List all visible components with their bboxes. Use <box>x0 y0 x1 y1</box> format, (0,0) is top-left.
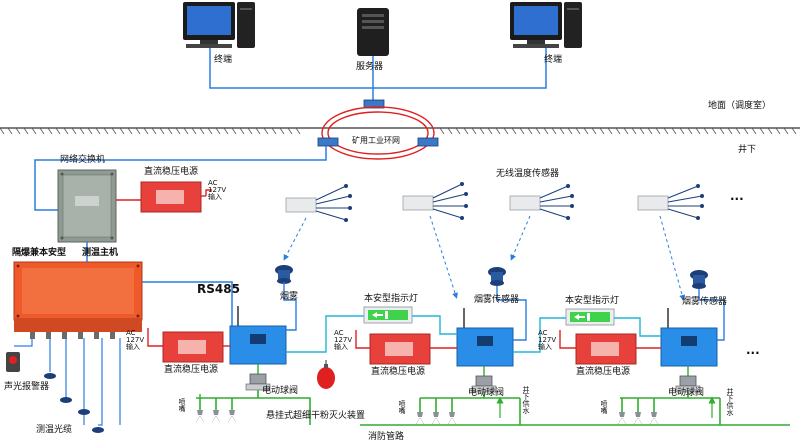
ellipsis-right-label: ... <box>746 343 760 357</box>
water-pipes <box>196 390 790 426</box>
dc-power-1 <box>162 331 224 363</box>
server-icon <box>357 8 389 56</box>
switch-power-lines <box>116 189 212 201</box>
terminal-left-label: 终端 <box>214 55 233 65</box>
controller-2 <box>456 308 514 367</box>
underground-label: 井下 <box>738 145 757 155</box>
nozzles-1 <box>195 410 237 423</box>
dc-power-2 <box>369 333 431 365</box>
smoke-sensor-2 <box>488 267 506 286</box>
nozzle-2-label: 喷嘴 <box>398 400 406 414</box>
temp-cable-label: 测温光缆 <box>36 425 73 435</box>
ground-label: 地面（调度室） <box>708 101 772 111</box>
water-2-label: 井下供水 <box>522 386 530 414</box>
rs485-bus <box>142 281 233 326</box>
dc-power-3 <box>575 333 637 365</box>
surface-network-lines <box>209 48 547 102</box>
dc-power-top-label: 直流稳压电源 <box>144 167 199 177</box>
smoke-sensor-1 <box>275 265 293 284</box>
wireless-sensor-label: 无线温度传感器 <box>496 169 560 179</box>
exit-sign-2 <box>565 308 615 326</box>
nozzles-2 <box>415 412 457 425</box>
temp-cable-icons <box>44 373 104 433</box>
alarm-label: 声光报警器 <box>4 382 50 392</box>
host-left-label: 隔爆兼本安型 <box>12 248 67 258</box>
valve-2-label: 电动球阀 <box>468 388 505 398</box>
wireless-sensor-3 <box>509 184 574 220</box>
top-switch-icon <box>363 99 385 109</box>
nozzle-3-label: 喷嘴 <box>600 400 608 414</box>
dc-power-1-label: 直流稳压电源 <box>164 365 219 375</box>
valve-1-label: 电动球阀 <box>262 386 299 396</box>
smoke-sensor-3 <box>690 270 708 289</box>
dc-power-3-label: 直流稳压电源 <box>576 367 631 377</box>
exit-sign-1-label: 本安型指示灯 <box>364 294 419 304</box>
wireless-sensor-4 <box>637 184 704 220</box>
controller-3 <box>660 308 718 367</box>
rs485-label: RS485 <box>197 282 240 296</box>
host-right-label: 测温主机 <box>82 248 119 258</box>
wireless-sensor-2 <box>402 182 468 220</box>
smoke-sensor-2-label: 烟雾传感器 <box>474 295 520 305</box>
server-label: 服务器 <box>356 62 384 72</box>
water-3-label: 井下供水 <box>726 388 734 416</box>
ring-switches <box>317 137 439 147</box>
ac-input-3-label: AC 127V 输入 <box>538 329 557 351</box>
dc-power-top-box <box>140 181 202 213</box>
network-switch-label: 网络交换机 <box>60 155 106 165</box>
smoke-1-label: 烟雾 <box>280 292 299 302</box>
network-switch-box <box>57 169 117 243</box>
valve-3-label: 电动球阀 <box>668 388 705 398</box>
valve-lines <box>199 364 689 398</box>
water-arrows <box>496 396 716 418</box>
nozzles-3 <box>617 412 659 425</box>
ground-line <box>0 127 800 135</box>
host-box <box>13 261 143 339</box>
exit-sign-1 <box>363 306 413 324</box>
alarm-icon <box>6 352 20 372</box>
wireless-links <box>283 215 686 301</box>
power-lines <box>147 328 661 349</box>
fire-pipe-label: 消防管路 <box>368 432 405 442</box>
host-cables <box>14 338 121 426</box>
controller-1 <box>229 306 287 365</box>
ac-input-2-label: AC 127V 输入 <box>334 329 353 351</box>
extinguisher-icon <box>317 360 335 389</box>
terminal-right-icon <box>510 2 582 48</box>
ac-input-top-label: AC 127V 输入 <box>208 179 227 201</box>
extinguisher-label: 悬挂式超细干粉灭火装置 <box>266 411 366 421</box>
smoke-sensor-3-label: 烟雾传感器 <box>682 297 728 307</box>
ring-network-icon <box>321 106 435 160</box>
terminal-right-label: 终端 <box>544 55 563 65</box>
ellipsis-top-label: ... <box>730 189 744 203</box>
terminal-left-icon <box>183 2 255 48</box>
ring-network-label: 矿用工业环网 <box>352 136 400 145</box>
ac-input-1-label: AC 127V 输入 <box>126 329 145 351</box>
wireless-sensor-1 <box>285 184 352 222</box>
backbone-line <box>34 146 327 211</box>
nozzle-1-label: 喷嘴 <box>178 398 186 412</box>
exit-sign-2-label: 本安型指示灯 <box>565 296 620 306</box>
dc-power-2-label: 直流稳压电源 <box>371 367 426 377</box>
controller-links <box>283 282 725 353</box>
